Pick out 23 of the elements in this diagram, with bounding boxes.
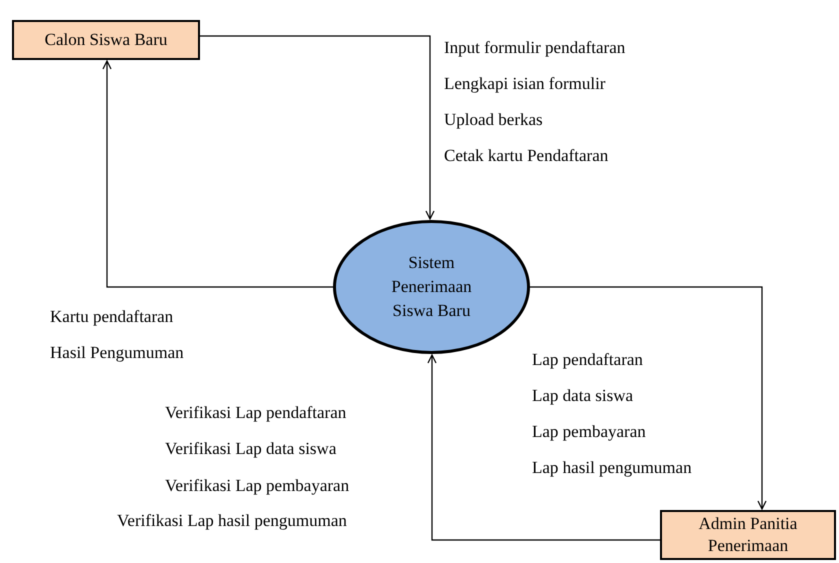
node-label: Calon Siswa Baru (44, 29, 168, 51)
flow-label: Lengkapi isian formulir (444, 73, 606, 95)
flow-label: Hasil Pengumuman (50, 342, 184, 364)
arrow (427, 354, 660, 541)
flow-label: Upload berkas (444, 109, 543, 131)
arrow (530, 286, 767, 510)
flow-label: Lap data siswa (532, 385, 634, 407)
arrow (102, 60, 333, 288)
flow-label: Lap pendaftaran (532, 349, 643, 371)
flow-label: Kartu pendaftaran (50, 306, 174, 328)
entity-box (660, 510, 836, 560)
flow-label: Verifikasi Lap hasil pengumuman (117, 510, 347, 532)
flow-label: Verifikasi Lap pendaftaran (165, 402, 346, 424)
flow-label: Input formulir pendaftaran (444, 37, 626, 59)
node-label: Admin Panitia Penerimaan (698, 513, 798, 557)
flow-label: Lap hasil pengumuman (532, 457, 692, 479)
entity-box (12, 20, 200, 60)
flow-label: Lap pembayaran (532, 421, 646, 443)
node-label: Sistem Penerimaan Siswa Baru (390, 252, 473, 322)
arrow (200, 35, 435, 220)
flow-label: Verifikasi Lap pembayaran (165, 475, 350, 497)
flow-label: Cetak kartu Pendaftaran (444, 145, 608, 167)
flow-label: Verifikasi Lap data siswa (165, 438, 336, 460)
